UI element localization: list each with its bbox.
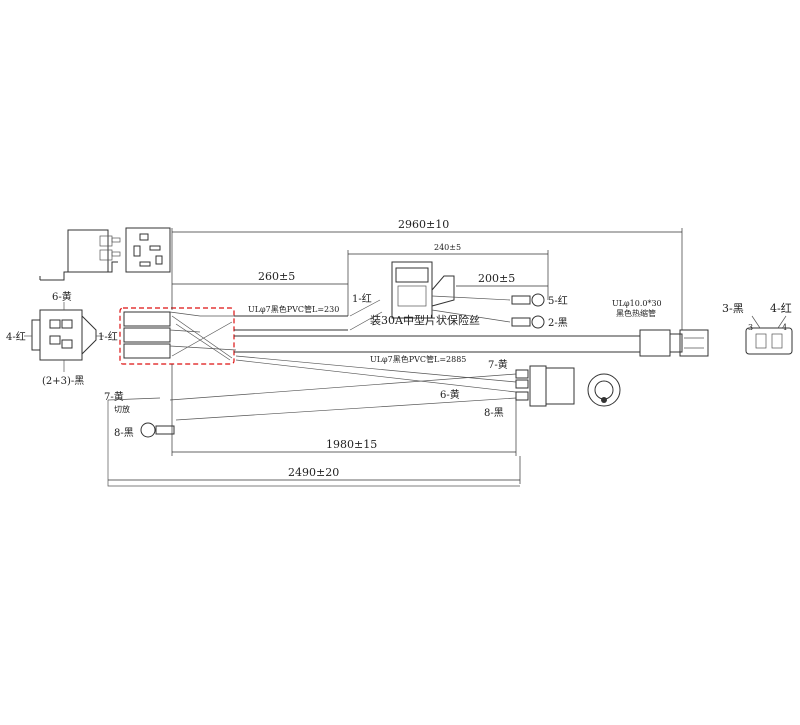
sw-label-7: 7-黄 [488, 358, 508, 371]
sw-label-8: 8-黑 [484, 407, 504, 419]
dim-total-ground: 2490±20 [288, 466, 339, 479]
switch-branch-wires [107, 355, 520, 487]
heat-shrink-label-1: ULφ10.0*30 [612, 299, 662, 308]
conn-pin-3: 3 [748, 323, 753, 332]
ring-label-2: 2-黑 [548, 317, 568, 329]
fuse-holder [349, 261, 511, 331]
dim-fuse-ring: 200±5 [478, 272, 515, 285]
conn-pin-4: 4 [782, 323, 787, 332]
left-label-8: 8-黑 [114, 427, 134, 439]
relay-side-view [39, 229, 121, 281]
dim-fuse-lead: 240±5 [434, 243, 461, 252]
rocker-switch [515, 365, 621, 407]
dim-switch-branch: 1980±15 [326, 438, 377, 451]
harness-socket-block [119, 307, 237, 365]
heat-shrink-label-2: 黑色热缩管 [616, 308, 656, 318]
relay-label-1: 1-红 [98, 330, 118, 343]
relay-socket [24, 302, 104, 372]
cut-note: 切放 [114, 404, 130, 414]
relay-label-4: 4-红 [6, 330, 26, 343]
ring-terminal-5 [511, 293, 545, 307]
short-pvc-tube [234, 315, 348, 331]
sw-label-6: 6-黄 [440, 388, 460, 401]
dim-overall: 2960±10 [398, 218, 449, 231]
dim-pvc-start: 260±5 [258, 270, 295, 283]
relay-label-6: 6-黄 [52, 290, 72, 303]
main-pvc-tube [234, 329, 709, 357]
relay-front-view [125, 227, 171, 273]
pvc-long-label: ULφ7黑色PVC管L=2885 [370, 354, 466, 364]
pvc-short-label: ULφ7黑色PVC管L=230 [248, 304, 339, 314]
conn-label-3: 3-黑 [722, 302, 744, 315]
fuse-note: 装30A中型片状保险丝 [370, 313, 480, 327]
conn-label-4: 4-红 [770, 302, 792, 315]
ring-label-5: 5-红 [548, 294, 568, 307]
ring-terminal-2 [511, 315, 545, 329]
dimension-lines [108, 228, 683, 484]
relay-label-23: (2+3)-黑 [42, 375, 84, 387]
ground-ring-terminal [140, 422, 175, 438]
output-connector [745, 315, 793, 355]
fuse-wire-label: 1-红 [352, 292, 372, 305]
left-label-7: 7-黄 [104, 390, 124, 403]
